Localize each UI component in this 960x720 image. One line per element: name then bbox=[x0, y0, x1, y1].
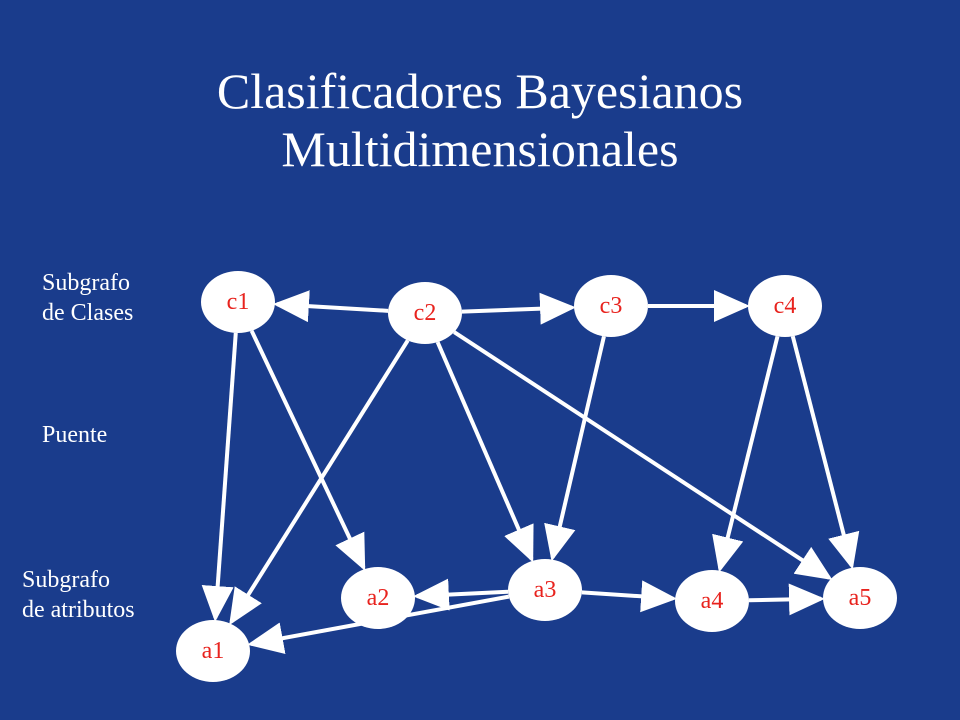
node-a2-ellipse bbox=[341, 567, 415, 629]
node-c4-ellipse bbox=[748, 275, 822, 337]
node-c1-label: c1 bbox=[227, 289, 250, 315]
edge-c4-a4 bbox=[712, 335, 780, 573]
node-a3: a3 bbox=[508, 559, 582, 621]
node-a1-label: a1 bbox=[202, 638, 225, 664]
node-c3: c3 bbox=[574, 275, 648, 337]
title-line-1: Clasificadores Bayesianos bbox=[216, 63, 744, 119]
bridge-label: Puente bbox=[42, 422, 108, 448]
node-a2: a2 bbox=[341, 567, 415, 629]
node-a5-ellipse bbox=[823, 567, 897, 629]
node-c3-ellipse bbox=[574, 275, 648, 337]
edge-c2-c3 bbox=[461, 292, 577, 325]
class-subgraph-label: Subgrafo de Clases bbox=[42, 270, 134, 326]
edge-c2-a1 bbox=[229, 339, 410, 626]
edges-layer bbox=[201, 290, 860, 654]
node-a1: a1 bbox=[176, 620, 250, 682]
nodes-layer: c1 c2 c3 c4 a1 a2 a3 a4 a5 bbox=[176, 271, 897, 682]
node-c1: c1 bbox=[201, 271, 275, 333]
node-c4: c4 bbox=[748, 275, 822, 337]
edge-c2-a5 bbox=[453, 330, 833, 580]
node-a4: a4 bbox=[675, 570, 749, 632]
edge-c1-a1 bbox=[201, 332, 238, 623]
node-a5-label: a5 bbox=[849, 585, 872, 611]
edge-c4-a5 bbox=[790, 335, 860, 570]
edge-a4-a5 bbox=[748, 583, 826, 616]
edge-c2-c1 bbox=[272, 290, 389, 323]
edge-c2-a3 bbox=[435, 341, 534, 563]
node-a4-ellipse bbox=[675, 570, 749, 632]
attribute-subgraph-label: Subgrafo de atributos bbox=[22, 567, 135, 623]
edge-a3-a4 bbox=[581, 580, 678, 613]
node-a3-ellipse bbox=[508, 559, 582, 621]
node-a1-ellipse bbox=[176, 620, 250, 682]
node-c4-label: c4 bbox=[774, 293, 797, 319]
node-c2: c2 bbox=[388, 282, 462, 344]
edge-a3-a2 bbox=[412, 578, 509, 611]
edge-c1-a2 bbox=[249, 329, 366, 571]
node-c2-ellipse bbox=[388, 282, 462, 344]
node-c1-ellipse bbox=[201, 271, 275, 333]
node-c3-label: c3 bbox=[600, 293, 623, 319]
node-a4-label: a4 bbox=[701, 588, 724, 614]
slide-title: Clasificadores Bayesianos Multidimension… bbox=[0, 62, 960, 178]
edge-c3-a3 bbox=[544, 335, 606, 562]
title-line-2: Multidimensionales bbox=[281, 121, 679, 177]
node-a3-label: a3 bbox=[534, 577, 557, 603]
node-c2-label: c2 bbox=[414, 300, 437, 326]
node-a5: a5 bbox=[823, 567, 897, 629]
node-a2-label: a2 bbox=[367, 585, 390, 611]
